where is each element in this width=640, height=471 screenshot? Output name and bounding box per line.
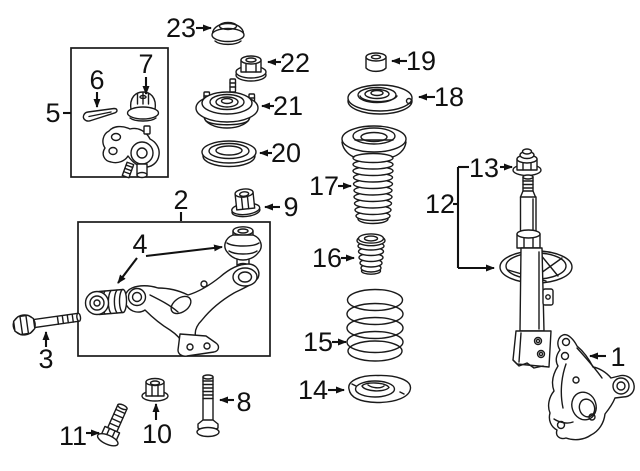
callout-20: 20 <box>271 138 301 168</box>
part-8-bolt <box>196 374 220 438</box>
callout-2: 2 <box>173 185 188 215</box>
part-12-strut-assembly <box>499 174 573 369</box>
callout-15: 15 <box>303 327 333 357</box>
part-7-dust-cover <box>126 91 160 122</box>
callout-9: 9 <box>283 192 298 222</box>
part-2-lower-control-arm <box>123 263 260 357</box>
callout-5: 5 <box>45 98 60 128</box>
callout-21: 21 <box>273 91 303 121</box>
part-6-clip <box>82 107 118 122</box>
leader-arrow-4a <box>117 257 138 284</box>
callout-8: 8 <box>236 387 251 417</box>
part-16-bump-stopper <box>356 233 386 275</box>
callout-10: 10 <box>142 419 172 449</box>
part-4-bushing-rear <box>224 226 262 270</box>
callout-4: 4 <box>132 229 147 259</box>
callout-14: 14 <box>298 375 328 405</box>
part-14-lower-spring-seat <box>348 374 412 404</box>
callout-22: 22 <box>280 48 310 78</box>
callout-11: 11 <box>59 421 87 451</box>
callout-7: 7 <box>138 49 153 79</box>
callout-1: 1 <box>610 342 625 372</box>
part-9-nut <box>231 188 261 218</box>
callout-16: 16 <box>312 243 342 273</box>
part-23-strut-cap <box>211 21 245 46</box>
callout-19: 19 <box>406 46 436 76</box>
part-3-bolt <box>12 312 82 336</box>
part-11-bolt <box>96 403 128 447</box>
part-1-steering-knuckle <box>547 333 635 441</box>
part-17-dust-boot <box>341 125 407 225</box>
leader-bracket-12 <box>453 165 495 272</box>
part-10-nut <box>141 377 169 402</box>
part-5-ball-joint <box>102 125 160 179</box>
callout-23: 23 <box>166 13 196 43</box>
callout-3: 3 <box>38 344 53 374</box>
callout-17: 17 <box>309 171 339 201</box>
part-22-support-nut <box>235 55 267 82</box>
leader-arrow-4b <box>145 244 223 258</box>
part-4-bushing-front <box>84 288 128 316</box>
callout-13: 13 <box>469 153 499 183</box>
part-18-upper-spring-seat <box>347 84 413 115</box>
part-21-strut-mount <box>195 78 259 129</box>
callout-18: 18 <box>434 82 464 112</box>
part-13-rod-nut <box>512 148 542 177</box>
part-20-spring-bearing <box>201 140 257 168</box>
group-box-2 <box>77 221 271 357</box>
callout-12: 12 <box>425 189 455 219</box>
part-19-collar <box>365 52 387 73</box>
callout-6: 6 <box>89 65 104 95</box>
part-15-coil-spring <box>346 288 404 362</box>
